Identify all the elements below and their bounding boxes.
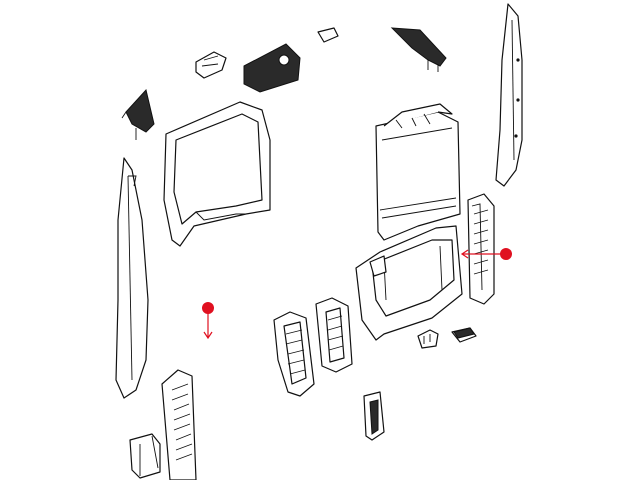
lower-left-vent-part	[161, 369, 197, 480]
lower-bracket-part	[363, 391, 385, 441]
speaker-grille-part	[243, 43, 301, 93]
right-callout-marker	[460, 248, 512, 260]
center-air-vent-right-part	[315, 297, 353, 373]
cluster-bezel-part	[163, 101, 271, 247]
retainer-clip-part	[195, 51, 227, 79]
small-tab-part	[317, 27, 339, 43]
switch-pair-part	[417, 329, 439, 349]
glovebox-door-part	[375, 103, 461, 241]
cover-cap-part	[451, 327, 477, 343]
corner-bracket-left-part	[121, 88, 155, 140]
glovebox-bin-part	[355, 225, 463, 341]
center-air-vent-left-part	[273, 311, 315, 397]
left-pillar-trim-part	[115, 157, 149, 399]
corner-bracket-right-part	[390, 27, 447, 72]
lower-left-box-part	[129, 433, 161, 479]
left-callout-marker	[202, 302, 214, 340]
right-air-vent-part	[467, 193, 495, 305]
right-pillar-trim-part	[495, 3, 523, 187]
